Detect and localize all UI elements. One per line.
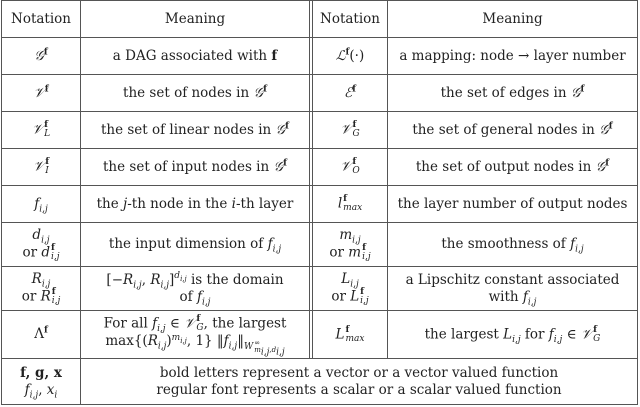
meaning-domain-radius: [−Ri,j, Ri,j]di,j is the domain of fi,j	[106, 271, 284, 308]
double-divider	[309, 112, 313, 148]
table-row: 𝒢f a DAG associated with f ℒf(·) a mappi…	[2, 38, 637, 75]
double-divider	[309, 311, 313, 358]
meaning-linear-nodes: the set of linear nodes in 𝒢f	[100, 121, 290, 138]
meaning-input-nodes: the set of input nodes in 𝒢f	[103, 158, 287, 175]
header-notation-right: Notation	[313, 1, 388, 37]
double-divider	[309, 267, 313, 310]
notation-mapping: ℒf(·)	[313, 38, 388, 74]
table-footer-row: f, g, x fi,j, xi bold letters represent …	[2, 359, 637, 404]
header-meaning-right: Meaning	[482, 10, 543, 27]
meaning-output-nodes: the set of output nodes in 𝒢f	[415, 158, 610, 175]
double-divider	[309, 1, 313, 37]
notation-font-convention: f, g, x fi,j, xi	[2, 359, 81, 404]
meaning-node-fij: the j-th node in the i-th layer	[96, 195, 294, 212]
double-divider	[309, 38, 313, 74]
meaning-input-dimension: the input dimension of fi,j	[108, 236, 282, 255]
meaning-dag: a DAG associated with f	[112, 47, 278, 64]
notation-edges: ℰf	[313, 75, 388, 111]
table-header-row: Notation Meaning Notation Meaning	[2, 1, 637, 38]
meaning-edges: the set of edges in 𝒢f	[440, 84, 585, 101]
double-divider	[309, 75, 313, 111]
meaning-font-convention: bold letters represent a vector or a vec…	[156, 364, 562, 398]
notation-dag: 𝒢f	[2, 38, 81, 74]
meaning-mapping: a mapping: node → layer number	[399, 47, 626, 64]
meaning-general-nodes: the set of general nodes in 𝒢f	[412, 121, 613, 138]
meaning-smoothness: the smoothness of fi,j	[441, 236, 584, 255]
notation-node-fij: fi,j	[2, 186, 81, 222]
notation-lambda: Λf	[2, 311, 81, 358]
header-meaning-left: Meaning	[164, 10, 226, 27]
double-divider	[309, 186, 313, 222]
meaning-lipschitz: a Lipschitz constant associated with fi,…	[405, 271, 620, 308]
header-notation-left: Notation	[2, 1, 81, 37]
double-divider	[309, 149, 313, 185]
meaning-nodes: the set of nodes in 𝒢f	[123, 84, 267, 101]
table-row: 𝒱f the set of nodes in 𝒢f ℰf the set of …	[2, 75, 637, 112]
double-divider	[309, 223, 313, 266]
notation-nodes: 𝒱f	[2, 75, 81, 111]
meaning-lmax: the layer number of output nodes	[397, 195, 628, 212]
